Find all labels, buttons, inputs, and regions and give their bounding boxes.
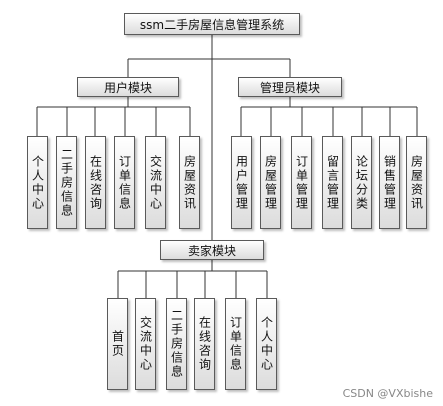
admin-item: 订单管理 xyxy=(291,136,312,229)
admin-module-box: 管理员模块 xyxy=(238,77,342,97)
user-item: 在线咨询 xyxy=(85,136,106,229)
user-module-box: 用户模块 xyxy=(77,77,179,97)
user-item-label: 个人中心 xyxy=(30,154,45,211)
admin-item: 论坛分类 xyxy=(351,136,372,229)
user-item: 交流中心 xyxy=(145,136,166,229)
seller-item-label: 个人中心 xyxy=(259,316,274,372)
admin-item: 留言管理 xyxy=(322,136,343,229)
admin-item-label: 房屋资讯 xyxy=(409,154,424,211)
user-item: 订单信息 xyxy=(114,136,135,229)
seller-item: 二手房信息 xyxy=(166,298,187,390)
admin-item: 销售管理 xyxy=(379,136,400,229)
user-item-label: 交流中心 xyxy=(148,154,163,211)
seller-module-box: 卖家模块 xyxy=(160,240,264,260)
seller-item: 订单信息 xyxy=(225,298,246,390)
seller-item-label: 在线咨询 xyxy=(197,316,212,372)
seller-item: 首页 xyxy=(107,298,128,390)
root-system-box: ssm二手房屋信息管理系统 xyxy=(124,13,300,35)
admin-item-label: 房屋管理 xyxy=(263,154,278,211)
user-item-label: 房屋资讯 xyxy=(182,154,197,211)
user-item: 二手房信息 xyxy=(56,136,77,229)
admin-module-label: 管理员模块 xyxy=(259,80,320,95)
seller-item: 在线咨询 xyxy=(194,298,215,390)
seller-item-label: 交流中心 xyxy=(138,316,153,372)
seller-module-label: 卖家模块 xyxy=(187,243,236,258)
seller-item-label: 订单信息 xyxy=(228,316,243,372)
admin-item-label: 销售管理 xyxy=(382,154,397,211)
root-system-label: ssm二手房屋信息管理系统 xyxy=(139,17,285,32)
admin-item-label: 论坛分类 xyxy=(354,154,369,211)
user-item: 个人中心 xyxy=(27,136,48,229)
watermark-text: CSDN @VXbishe xyxy=(342,387,433,400)
user-item-label: 二手房信息 xyxy=(59,147,74,218)
admin-item-label: 订单管理 xyxy=(294,154,309,211)
seller-item: 个人中心 xyxy=(256,298,277,390)
seller-item-label: 二手房信息 xyxy=(169,309,184,379)
user-module-label: 用户模块 xyxy=(103,80,152,95)
admin-item: 房屋管理 xyxy=(260,136,281,229)
admin-item-label: 用户管理 xyxy=(234,154,249,211)
user-item: 房屋资讯 xyxy=(179,136,200,229)
user-item-label: 在线咨询 xyxy=(88,154,103,211)
user-item-label: 订单信息 xyxy=(117,154,132,211)
seller-item-label: 首页 xyxy=(110,330,125,358)
admin-item-label: 留言管理 xyxy=(325,154,340,211)
admin-item: 用户管理 xyxy=(231,136,252,229)
admin-item: 房屋资讯 xyxy=(406,136,427,229)
seller-item: 交流中心 xyxy=(135,298,156,390)
